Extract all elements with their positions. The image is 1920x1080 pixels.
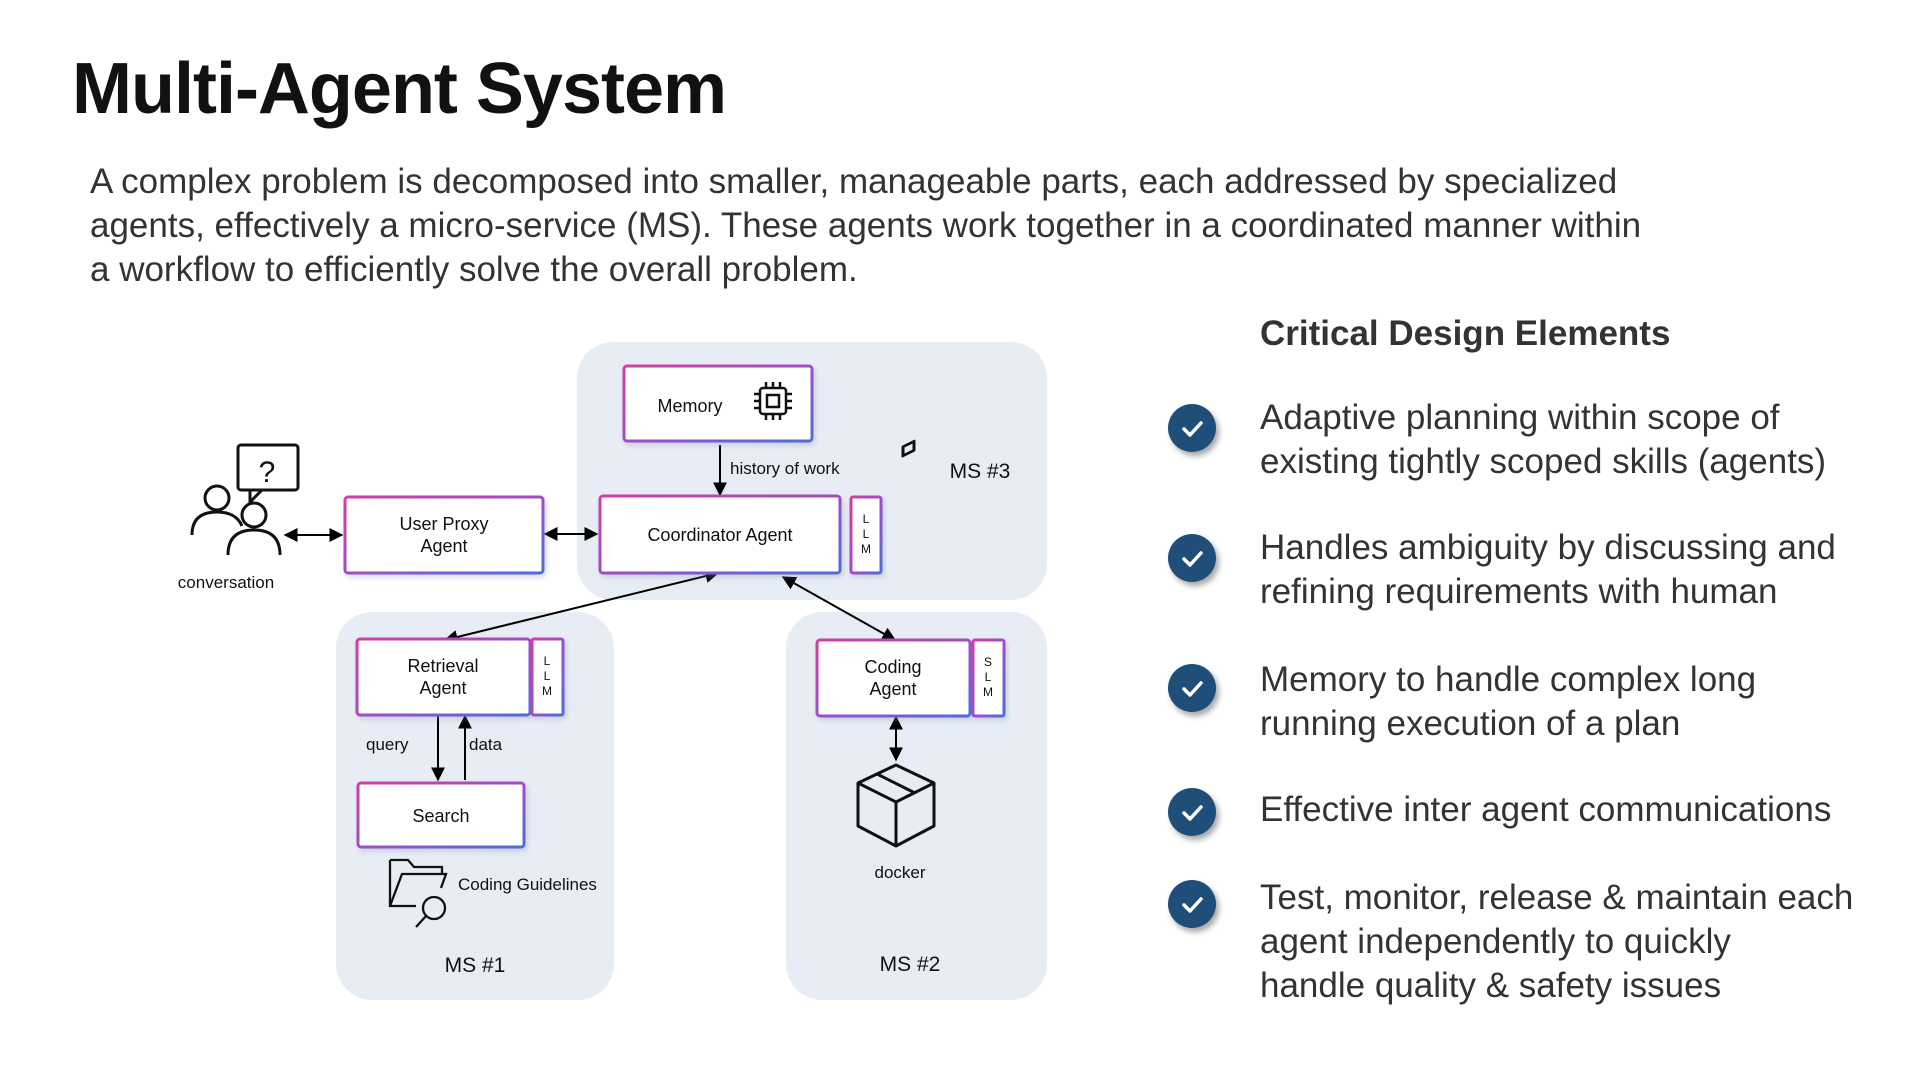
- critical-item-text: Adaptive planning within scope of existi…: [1260, 396, 1920, 484]
- check-circle-icon: [1168, 534, 1216, 582]
- intro-line: agents, effectively a micro-service (MS)…: [90, 206, 1642, 245]
- coordinator-llm-tag: [849, 495, 883, 575]
- text-line: Handles ambiguity by discussing and: [1260, 528, 1836, 567]
- critical-heading: Critical Design Elements: [1260, 314, 1671, 353]
- text-line: running execution of a plan: [1260, 704, 1681, 743]
- user-proxy-label-line2: Agent: [420, 536, 467, 556]
- critical-item-text: Test, monitor, release & maintain each a…: [1260, 876, 1920, 1008]
- ms1-label: MS #1: [445, 954, 506, 977]
- llm-letter: L: [544, 654, 551, 668]
- data-label: data: [469, 735, 503, 754]
- text-line: refining requirements with human: [1260, 572, 1778, 611]
- arrow-coordinator-retrieval: [443, 569, 720, 644]
- llm-letter: L: [863, 527, 870, 541]
- text-line: Test, monitor, release & maintain each: [1260, 878, 1854, 917]
- slide-title: Multi-Agent System: [72, 49, 727, 129]
- user-proxy-box: [343, 495, 545, 575]
- llm-letter: L: [544, 669, 551, 683]
- docker-label: docker: [874, 863, 925, 882]
- users-question-icon: [190, 443, 300, 556]
- architecture-diagram: ? conversation Memory history of work MS…: [150, 330, 1050, 1035]
- folder-search-icon: [388, 858, 448, 928]
- text-line: existing tightly scoped skills (agents): [1260, 442, 1827, 481]
- retrieval-box: [355, 637, 532, 717]
- user-label: conversation: [178, 573, 274, 592]
- text-line: agent independently to quickly: [1260, 922, 1731, 961]
- query-label: query: [366, 735, 409, 754]
- arrow-coordinator-coding: [781, 576, 897, 641]
- intro-line: A complex problem is decomposed into sma…: [90, 162, 1618, 201]
- critical-item-text: Handles ambiguity by discussing and refi…: [1260, 526, 1920, 614]
- check-circle-icon: [1168, 880, 1216, 928]
- memory-label: Memory: [657, 396, 722, 416]
- llm-letter: M: [542, 684, 552, 698]
- coding-slm-tag: [971, 638, 1006, 718]
- llm-letter: L: [863, 512, 870, 526]
- intro-line: a workflow to efficiently solve the over…: [90, 250, 858, 289]
- check-circle-icon: [1168, 788, 1216, 836]
- search-label: Search: [412, 806, 469, 826]
- coordinator-label: Coordinator Agent: [647, 525, 792, 545]
- question-mark: ?: [259, 456, 276, 489]
- box-icon: [856, 439, 936, 848]
- coding-box: [815, 638, 972, 718]
- llm-letter: M: [861, 542, 871, 556]
- slm-letter: L: [985, 670, 992, 684]
- chip-icon: [754, 382, 792, 420]
- text-line: handle quality & safety issues: [1260, 966, 1722, 1005]
- slm-letter: M: [983, 685, 993, 699]
- ms3-label: MS #3: [950, 460, 1011, 483]
- critical-item-text: Memory to handle complex long running ex…: [1260, 658, 1920, 746]
- text-line: Effective inter agent communications: [1260, 790, 1832, 829]
- slide-intro: A complex problem is decomposed into sma…: [90, 160, 1730, 292]
- user-proxy-label-line1: User Proxy: [399, 514, 488, 534]
- guidelines-label: Coding Guidelines: [458, 875, 597, 894]
- history-label: history of work: [730, 459, 840, 478]
- ms2-label: MS #2: [880, 953, 941, 976]
- coding-label-line1: Coding: [864, 657, 921, 677]
- retrieval-label-line2: Agent: [419, 678, 466, 698]
- coding-label-line2: Agent: [869, 679, 916, 699]
- retrieval-llm-tag: [530, 637, 565, 717]
- slm-letter: S: [984, 655, 992, 669]
- retrieval-label-line1: Retrieval: [407, 656, 478, 676]
- text-line: Memory to handle complex long: [1260, 660, 1757, 699]
- search-box: [356, 781, 526, 849]
- check-circle-icon: [1168, 404, 1216, 452]
- critical-item-text: Effective inter agent communications: [1260, 788, 1920, 832]
- coordinator-box: [598, 494, 842, 575]
- check-circle-icon: [1168, 664, 1216, 712]
- text-line: Adaptive planning within scope of: [1260, 398, 1780, 437]
